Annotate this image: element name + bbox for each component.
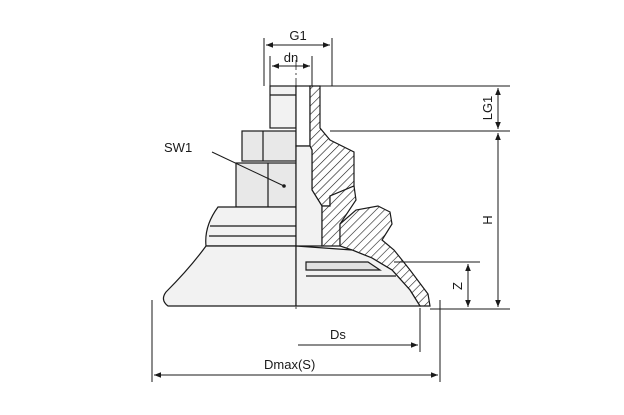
hex-nut-upper <box>241 130 297 162</box>
thread-bore <box>295 85 311 147</box>
label-lg1: LG1 <box>480 96 495 121</box>
thread-stud <box>269 85 297 129</box>
label-g1: G1 <box>289 28 306 43</box>
hex-body-sw1 <box>235 162 297 208</box>
cup-lip <box>162 245 297 307</box>
cup-exterior <box>162 85 297 307</box>
support-disc-rim <box>305 261 382 271</box>
label-h: H <box>480 215 495 224</box>
sw1-leader-dot <box>282 184 286 188</box>
label-sw1: SW1 <box>164 140 192 155</box>
label-z: Z <box>450 282 465 290</box>
insert-wall-hatch <box>309 85 355 207</box>
label-dn: dn <box>284 50 298 65</box>
cup-section <box>295 85 431 307</box>
dimensions <box>151 38 510 382</box>
label-dmax: Dmax(S) <box>264 357 315 372</box>
label-ds: Ds <box>330 327 346 342</box>
sw1-leader <box>211 151 285 187</box>
